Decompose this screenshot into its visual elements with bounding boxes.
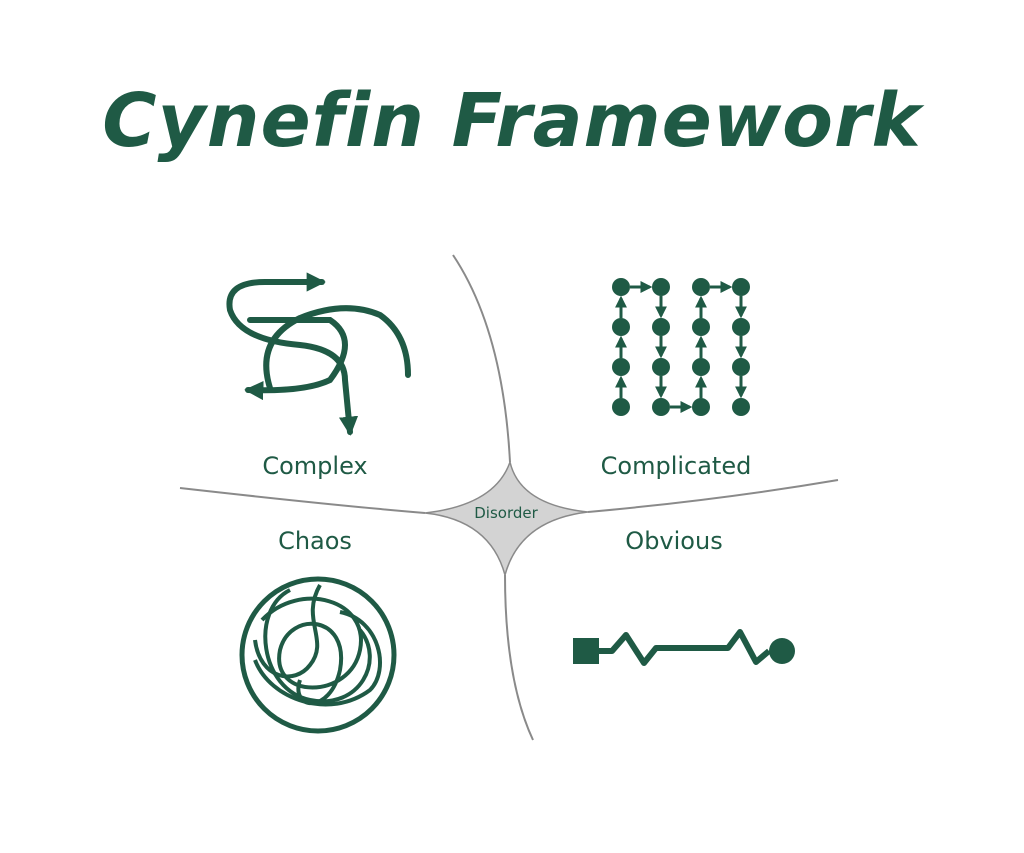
intertwined-arrows-icon [226,272,411,436]
complicated-label: Complicated [601,452,752,480]
divider-bottom [504,574,534,741]
obvious-label: Obvious [625,527,722,555]
square-zigzag-circle-icon [573,629,795,666]
page-title: Cynefin Framework [102,78,922,164]
disorder-label: Disorder [474,504,538,522]
complex-label: Complex [262,452,367,480]
divider-top [452,254,511,463]
divider-left [179,487,426,514]
divider-right [587,479,839,513]
tangled-circle-icon [239,576,397,734]
chaos-label: Chaos [278,527,352,555]
divider-lines [179,254,839,741]
dot-grid-arrows-icon [612,278,750,416]
